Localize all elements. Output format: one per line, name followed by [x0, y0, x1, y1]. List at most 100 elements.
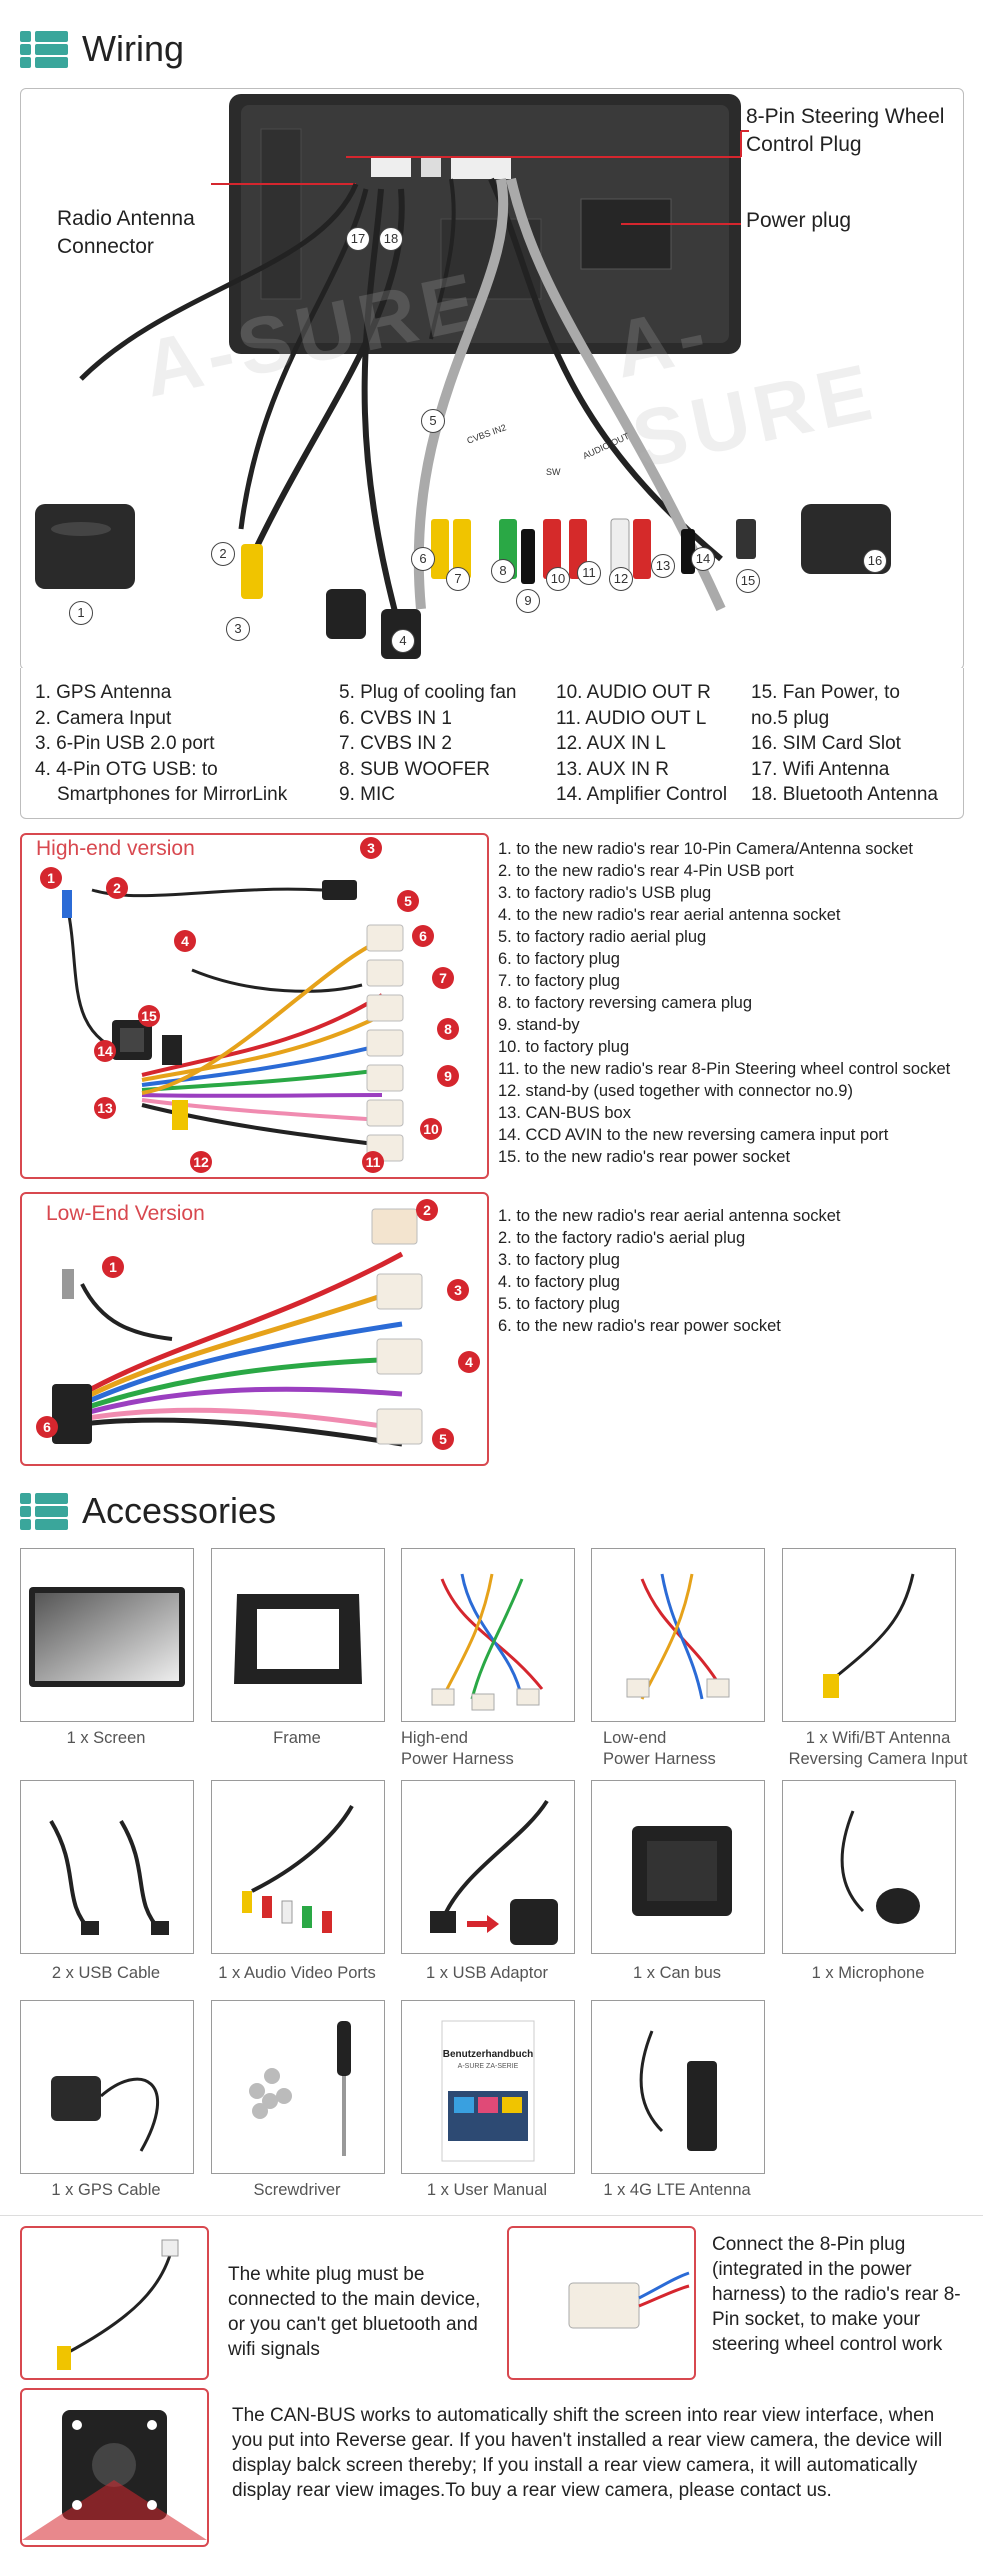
accessory-low-end-harness [591, 1548, 765, 1722]
high-end-harness-panel: High-end version 1 2 3 4 5 6 7 8 [20, 833, 489, 1179]
rear-camera-image [22, 2410, 207, 2540]
accessory-caption: Low-end Power Harness [603, 1729, 716, 1768]
list-item: 5. to factory plug [498, 1295, 620, 1313]
user-manual-image [441, 2020, 535, 2162]
badge-6: 6 [412, 925, 434, 947]
badge-11: 11 [362, 1151, 384, 1173]
accessory-can-bus [591, 1780, 765, 1954]
badge-4: 4 [174, 930, 196, 952]
badge-14: 14 [94, 1040, 116, 1062]
marker-13: 13 [651, 554, 675, 578]
white-plug-image-box [20, 2226, 209, 2380]
low-end-harness-panel: Low-End Version 1 2 3 4 5 6 [20, 1192, 489, 1466]
list-item: 2. to the new radio's rear 4-Pin USB por… [498, 862, 794, 880]
legend-item: Smartphones for MirrorLink [57, 784, 288, 805]
accessory-caption: 1 x Microphone [811, 1964, 925, 1982]
accessory-audio-video-ports [211, 1780, 385, 1954]
marker-12: 12 [609, 567, 633, 591]
accessory-caption: 1 x Screen [66, 1729, 146, 1747]
list-item: 6. to factory plug [498, 950, 620, 968]
accessory-lte-antenna [591, 2000, 765, 2174]
marker-18: 18 [379, 227, 403, 251]
legend-column-2: 5. Plug of cooling fan 6. CVBS IN 1 7. C… [339, 680, 516, 808]
accessories-title: Accessories [82, 1490, 277, 1531]
legend-item: 3. 6-Pin USB 2.0 port [35, 733, 215, 754]
accessory-caption: Frame [273, 1729, 321, 1747]
microphone-image [840, 1810, 920, 1924]
accessory-high-end-harness [401, 1548, 575, 1722]
steering-plug-annotation: 8-Pin Steering Wheel Control Plug [746, 105, 945, 156]
list-item: 1. to the new radio's rear aerial antenn… [498, 1207, 841, 1225]
accessory-screen [20, 1548, 194, 1722]
legend-item: 7. CVBS IN 2 [339, 733, 452, 754]
marker-11: 11 [577, 561, 601, 585]
antenna-cable-image [823, 1573, 915, 1698]
list-item: 3. to factory radio's USB plug [498, 884, 712, 902]
screwdriver-image [249, 2021, 351, 2156]
marker-14: 14 [691, 547, 715, 571]
marker-15: 15 [736, 569, 760, 593]
wiring-section-title: Wiring [20, 28, 184, 70]
list-item: 14. CCD AVIN to the new reversing camera… [498, 1126, 889, 1144]
list-icon [20, 29, 70, 69]
badge-13: 13 [94, 1097, 116, 1119]
legend-item: 8. SUB WOOFER [339, 758, 490, 780]
cable-label-sw: SW [546, 467, 561, 477]
low-end-connection-list: 1. to the new radio's rear aerial antenn… [498, 1205, 841, 1337]
badge-6: 6 [36, 1416, 58, 1438]
badge-15: 15 [138, 1005, 160, 1027]
list-item: 2. to the factory radio's aerial plug [498, 1229, 746, 1247]
accessory-caption: 1 x GPS Cable [51, 2181, 161, 2199]
accessory-usb-cable [20, 1780, 194, 1954]
low-end-harness-image [626, 1573, 730, 1700]
high-end-harness-image [431, 1573, 544, 1711]
badge-7: 7 [432, 967, 454, 989]
accessory-caption: 1 x Wifi/BT Antenna Reversing Camera Inp… [788, 1729, 968, 1768]
gps-cable-image [51, 2076, 160, 2152]
badge-1: 1 [102, 1256, 124, 1278]
marker-10: 10 [546, 567, 570, 591]
list-item: 5. to factory radio aerial plug [498, 928, 707, 946]
accessory-caption: 1 x Audio Video Ports [218, 1964, 376, 1982]
page-title-wiring: Wiring [82, 28, 185, 69]
accessory-caption: 1 x User Manual [426, 2181, 548, 2199]
white-plug-cable-image [57, 2239, 179, 2370]
white-plug-note: The white plug must be connected to the … [228, 2264, 481, 2360]
badge-3: 3 [360, 837, 382, 859]
legend-item: 18. Bluetooth Antenna [751, 784, 938, 805]
accessory-caption: 1 x USB Adaptor [426, 1964, 548, 1982]
legend-item: no.5 plug [751, 707, 830, 729]
head-unit-wiring-illustration [35, 94, 891, 659]
canbus-note: The CAN-BUS works to automatically shift… [232, 2405, 943, 2501]
legend-item: 15. Fan Power, to [751, 682, 900, 703]
badge-4: 4 [458, 1351, 480, 1373]
screen-image [29, 1587, 185, 1687]
accessory-caption: 1 x 4G LTE Antenna [603, 2181, 751, 2199]
legend-item: 4. 4-Pin OTG USB: to [35, 758, 218, 780]
list-item: 11. to the new radio's rear 8-Pin Steeri… [498, 1060, 951, 1078]
marker-6: 6 [411, 547, 435, 571]
accessory-frame [211, 1548, 385, 1722]
marker-17: 17 [346, 227, 370, 251]
marker-8: 8 [491, 559, 515, 583]
accessory-caption: High-end Power Harness [401, 1729, 514, 1768]
list-item: 15. to the new radio's rear power socket [498, 1148, 791, 1166]
accessory-usb-adaptor [401, 1780, 575, 1954]
high-end-connection-list: 1. to the new radio's rear 10-Pin Camera… [498, 838, 950, 1168]
accessory-caption: 1 x Can bus [632, 1964, 722, 1982]
legend-item: 10. AUDIO OUT R [556, 682, 711, 703]
legend-item: 13. AUX IN R [556, 758, 669, 780]
list-item: 4. to factory plug [498, 1273, 620, 1291]
legend-item: 1. GPS Antenna [35, 682, 172, 703]
badge-2: 2 [416, 1199, 438, 1221]
legend-column-4: 15. Fan Power, to no.5 plug 16. SIM Card… [751, 680, 938, 808]
accessories-section-title: Accessories [20, 1490, 276, 1532]
badge-9: 9 [437, 1065, 459, 1087]
marker-3: 3 [226, 617, 250, 641]
high-end-title: High-end version [36, 837, 195, 860]
marker-7: 7 [446, 567, 470, 591]
accessory-caption: 2 x USB Cable [51, 1964, 161, 1982]
list-item: 9. stand-by [498, 1016, 580, 1034]
section-divider [0, 2215, 983, 2216]
steering-plug-note: Connect the 8-Pin plug (integrated in th… [712, 2234, 961, 2355]
